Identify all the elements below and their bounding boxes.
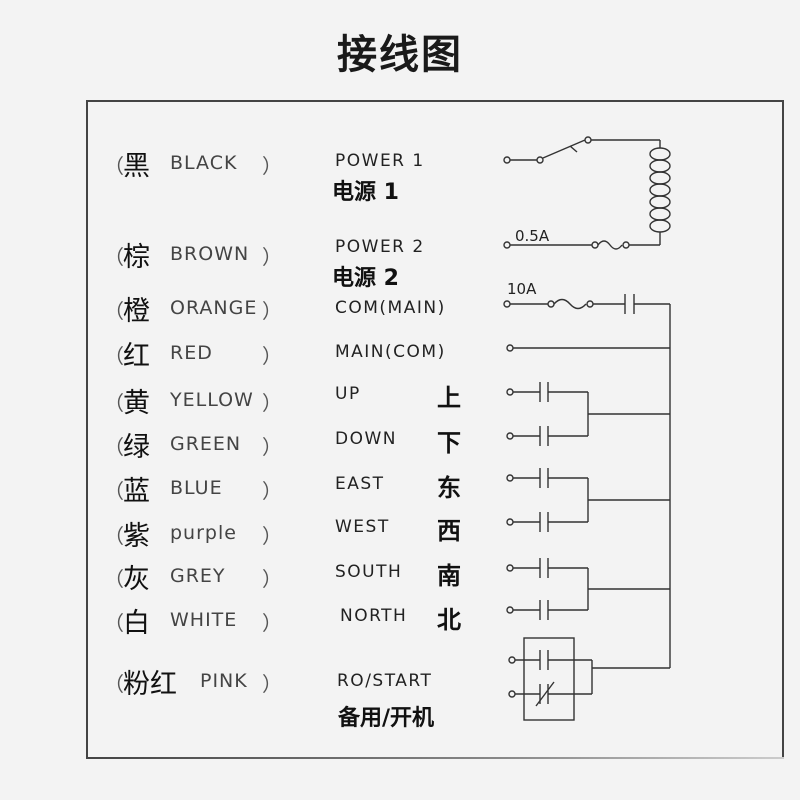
wire-color-en: BROWN (170, 243, 250, 265)
wire-color-cn: 粉红 (123, 669, 177, 700)
direction-cn: 东 (437, 474, 461, 502)
open-paren: （ (104, 391, 124, 415)
wire-color-en: WHITE (170, 609, 238, 631)
contact-west-icon (506, 512, 588, 532)
close-paren: ） (262, 524, 282, 548)
power-switch (503, 136, 660, 164)
relay-block-icon (508, 637, 670, 721)
wire-color-cn: 黄 (123, 388, 150, 419)
wire-color-en: RED (170, 342, 213, 364)
signal-label: POWER 1 (335, 151, 425, 171)
close-paren: ） (262, 567, 282, 591)
fuse-large-label: 10A (507, 280, 537, 298)
wire-color-cn: 紫 (123, 521, 150, 552)
wire-color-en: GREEN (170, 433, 242, 455)
direction-cn: 南 (437, 562, 461, 590)
wire-color-cn: 棕 (123, 242, 150, 273)
fuse-small-icon (503, 240, 660, 250)
close-paren: ） (262, 154, 282, 178)
open-paren: （ (104, 672, 124, 696)
close-paren: ） (262, 672, 282, 696)
wire-color-en: BLACK (170, 152, 238, 174)
diagram-frame (86, 100, 784, 758)
wire-color-en: YELLOW (170, 389, 254, 411)
signal-label: NORTH (340, 606, 408, 626)
contact-down-icon (506, 426, 588, 446)
contact-east-icon (506, 468, 588, 488)
open-paren: （ (104, 567, 124, 591)
wire-color-en: purple (170, 522, 237, 544)
close-paren: ） (262, 344, 282, 368)
open-paren: （ (104, 245, 124, 269)
signal-label: DOWN (335, 429, 397, 449)
diagram-title: 接线图 (337, 32, 463, 78)
direction-cn: 北 (437, 606, 461, 634)
signal-label: COM(MAIN) (335, 298, 446, 318)
close-paren: ） (262, 435, 282, 459)
open-paren: （ (104, 299, 124, 323)
wire-color-cn: 灰 (123, 564, 150, 595)
fuse-large-icon (503, 294, 670, 314)
contact-north-icon (506, 600, 588, 620)
wire-color-en: GREY (170, 565, 226, 587)
wire-color-en: BLUE (170, 477, 223, 499)
close-paren: ） (262, 299, 282, 323)
wire-color-cn: 红 (123, 341, 150, 372)
direction-cn: 西 (437, 517, 461, 545)
wire-color-cn: 绿 (123, 432, 150, 463)
wire-color-en: PINK (200, 670, 248, 692)
signal-label-cn: 备用/开机 (338, 706, 435, 731)
close-paren: ） (262, 611, 282, 635)
wire-color-cn: 黑 (123, 151, 150, 182)
signal-label: WEST (335, 517, 390, 537)
signal-label: EAST (335, 474, 385, 494)
open-paren: （ (104, 479, 124, 503)
contact-south-icon (506, 558, 588, 578)
open-paren: （ (104, 344, 124, 368)
fuse-small-label: 0.5A (515, 227, 550, 245)
signal-label: RO/START (337, 671, 433, 691)
signal-label: UP (335, 384, 361, 404)
wire-color-en: ORANGE (170, 297, 258, 319)
direction-cn: 下 (437, 429, 461, 457)
contact-up-icon (506, 382, 588, 402)
wire-color-cn: 橙 (123, 296, 150, 327)
wire-color-cn: 白 (123, 608, 150, 639)
signal-label-cn: 电源 2 (332, 266, 399, 291)
signal-label-cn: 电源 1 (332, 180, 399, 205)
direction-cn: 上 (437, 384, 461, 412)
wire-color-cn: 蓝 (123, 476, 150, 507)
open-paren: （ (104, 524, 124, 548)
main-com-terminal (506, 344, 670, 352)
signal-label: SOUTH (335, 562, 403, 582)
close-paren: ） (262, 391, 282, 415)
open-paren: （ (104, 154, 124, 178)
coil-icon (649, 140, 671, 245)
signal-label: POWER 2 (335, 237, 425, 257)
frame-bottom-edge (86, 757, 784, 759)
open-paren: （ (104, 611, 124, 635)
open-paren: （ (104, 435, 124, 459)
signal-label: MAIN(COM) (335, 342, 446, 362)
close-paren: ） (262, 479, 282, 503)
close-paren: ） (262, 245, 282, 269)
